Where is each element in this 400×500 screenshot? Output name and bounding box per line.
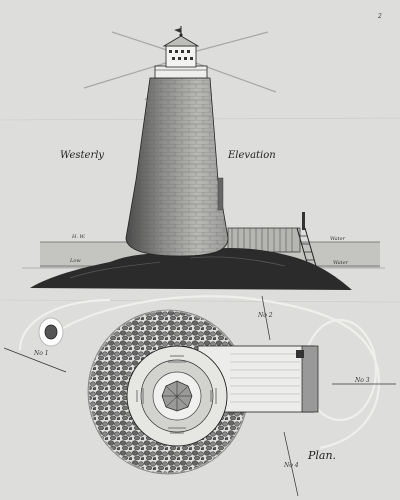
tide-label-low-right: Water [333,260,349,266]
plan-title: Plan. [308,449,337,462]
tide-label-high-right: Water [330,236,346,242]
marker-no-1: No 1 [34,350,49,357]
lantern-room [154,26,208,79]
tide-label-low-left: Low [70,258,81,264]
lighthouse-tower [125,77,229,257]
marker-no-3: No 3 [355,377,370,384]
elevation-title-right: Elevation [228,150,276,161]
marker-no-2: No 2 [258,312,273,319]
elevation-title-left: Westerly [60,150,105,161]
section-lines [3,295,396,497]
sheet-number: 2 [378,13,382,20]
marker-no-4: No 4 [284,462,299,469]
plan-tower-circle [126,345,228,447]
tide-label-high-left: H. W. [72,234,86,240]
rock-base [30,248,352,290]
